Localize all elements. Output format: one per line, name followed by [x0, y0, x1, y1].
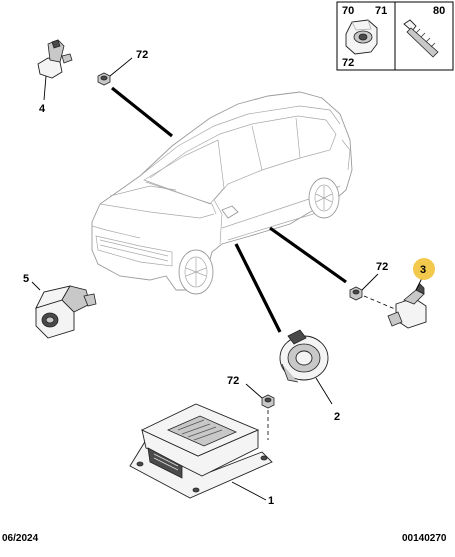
callout-71: 71	[375, 5, 387, 17]
nut-72-lower	[245, 383, 275, 409]
bolt-icon	[403, 19, 439, 58]
part-5-switch	[31, 281, 97, 339]
callout-2: 2	[334, 411, 340, 423]
footer-reference: 00140270	[402, 533, 447, 544]
callout-4: 4	[39, 103, 46, 115]
fastener-inset: 70 71 72 80	[336, 1, 454, 71]
callout-5: 5	[23, 273, 29, 285]
callout-3-highlight	[413, 258, 435, 280]
callout-72-lower: 72	[227, 375, 239, 387]
vehicle-illustration	[91, 91, 353, 295]
part-1-airbag-control-unit	[129, 403, 273, 501]
callout-72-right: 72	[376, 261, 388, 273]
callout-1: 1	[268, 495, 274, 507]
callout-3: 3	[420, 264, 426, 276]
nut-icon	[345, 19, 378, 55]
callout-72-inset: 72	[342, 57, 354, 69]
footer-date: 06/2024	[2, 533, 39, 544]
part-2-clock-spring	[279, 329, 333, 405]
part-3-impact-sensor	[387, 277, 427, 329]
callout-80: 80	[433, 5, 445, 17]
callout-70: 70	[342, 5, 354, 17]
nut-72-top	[97, 57, 133, 86]
nut-72-right	[349, 273, 379, 301]
part-4-side-sensor	[37, 39, 73, 101]
callout-72-top: 72	[136, 49, 148, 61]
